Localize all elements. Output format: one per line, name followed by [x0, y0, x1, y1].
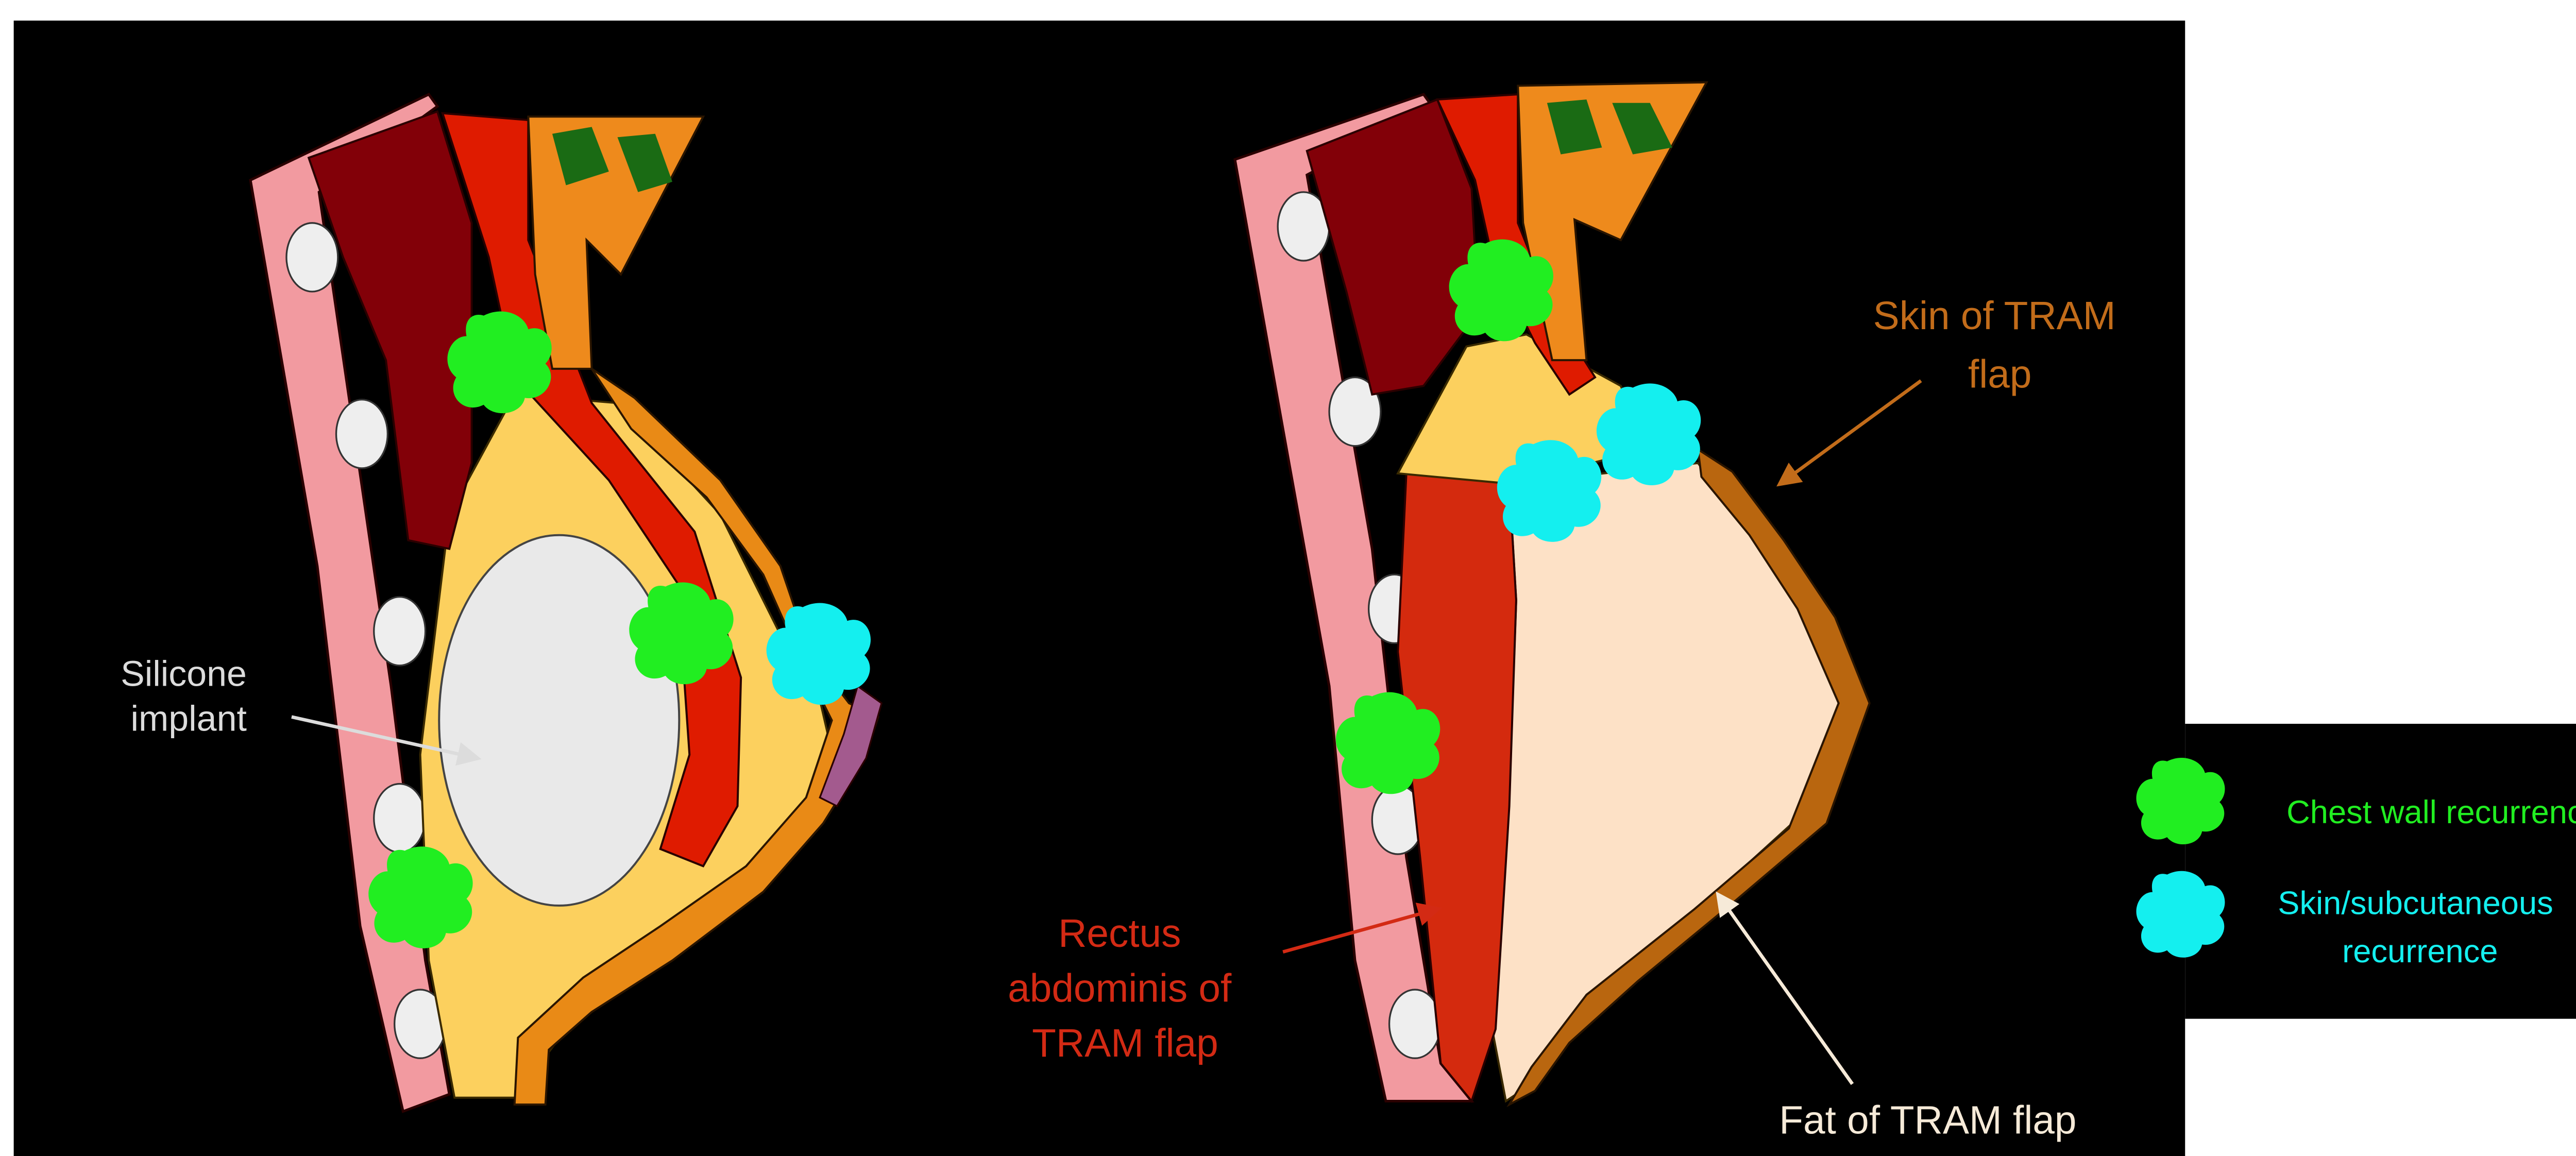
label-rectus-line-1: Rectus: [1058, 912, 1181, 956]
label-rectus-line-2: abdominis of: [1008, 966, 1232, 1010]
label-rectus-line-3: TRAM flap: [1032, 1022, 1218, 1065]
legend-panel-background: [2185, 724, 2576, 1019]
rib-left-1: [286, 223, 338, 292]
label-fat-of-tram-text: Fat of TRAM flap: [1779, 1099, 2076, 1143]
rib-left-4: [374, 784, 426, 853]
legend-skin-label-line-2: recurrence: [2342, 933, 2498, 970]
rib-left-2: [336, 400, 388, 468]
label-skin-tram-line-1: Skin of TRAM: [1873, 294, 2116, 338]
legend-chest-wall-label: Chest wall recurrence: [2286, 794, 2576, 830]
rib-right-5: [1389, 990, 1441, 1058]
silicone-implant: [439, 535, 679, 906]
label-silicone-implant-line-2: implant: [131, 698, 247, 738]
rib-left-3: [374, 597, 426, 666]
label-silicone-implant-line-1: Silicone: [121, 654, 247, 694]
label-skin-tram-line-2: flap: [1968, 352, 2031, 396]
legend-skin-label-line-1: Skin/subcutaneous: [2278, 886, 2553, 922]
